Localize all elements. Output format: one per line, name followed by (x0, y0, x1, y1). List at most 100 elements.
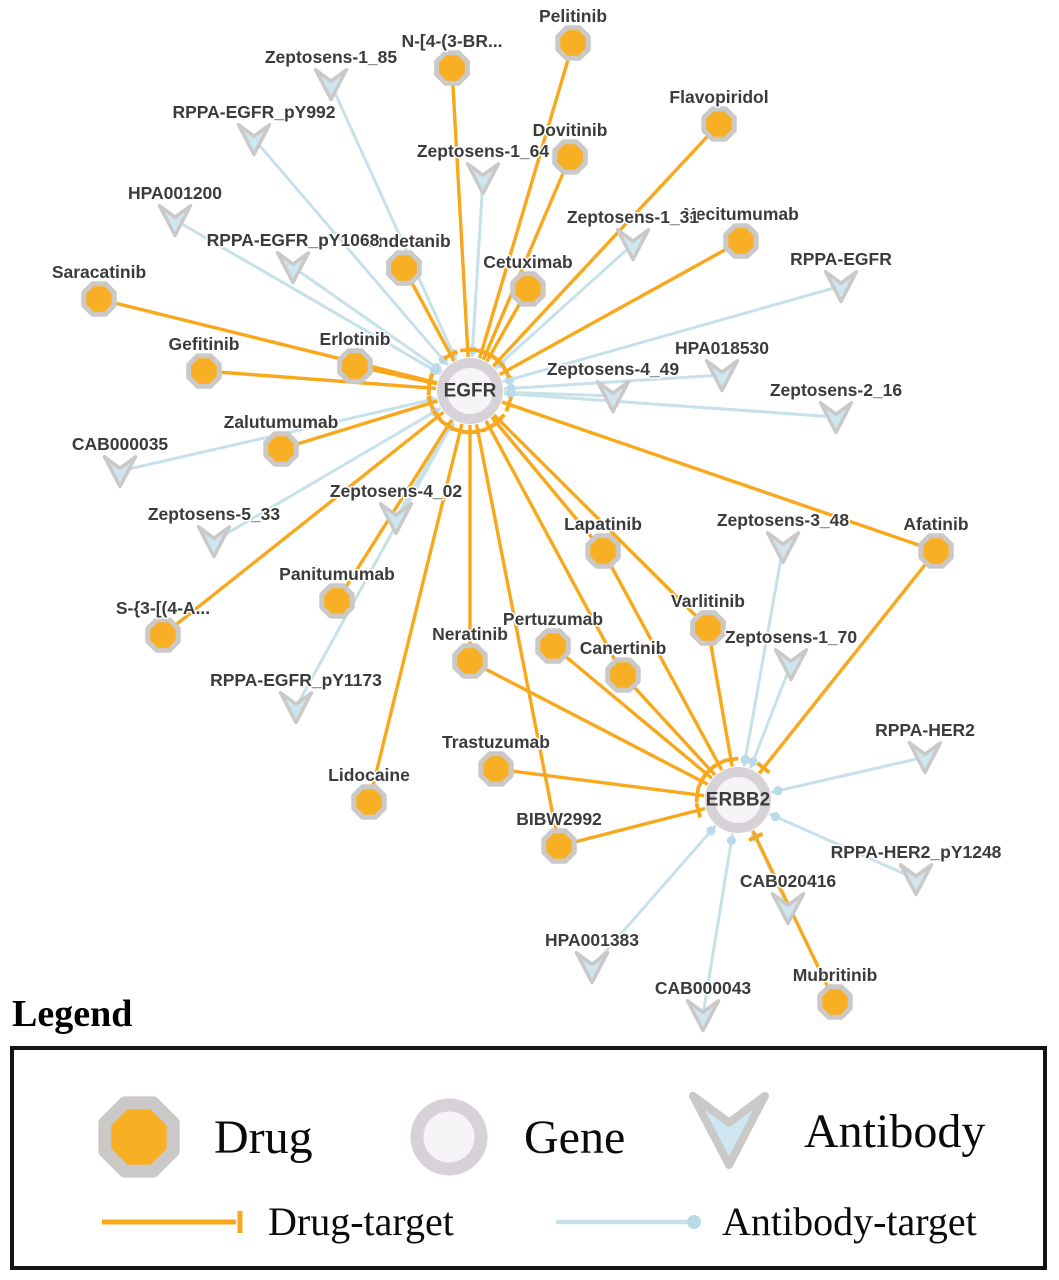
drug-node (386, 250, 422, 286)
drug-target-edge (481, 156, 572, 361)
node-label: Canertinib (580, 638, 667, 658)
node-label: Lidocaine (328, 765, 410, 785)
edge-tee-marker (748, 832, 764, 842)
antibody-node (704, 358, 740, 393)
node-label: RPPA-EGFR_pY1173 (210, 670, 382, 690)
edge-dot-marker (748, 757, 758, 767)
antibody-node (765, 530, 801, 565)
antibody-node (465, 161, 501, 196)
node-label: Dovitinib (533, 120, 608, 140)
antibody-node (102, 454, 138, 489)
legend-item-antibody: Antibody (674, 1076, 985, 1186)
antibody-node (236, 122, 272, 157)
drug-target-edge (757, 549, 938, 775)
drug-target-edge (450, 67, 470, 358)
gene-node (437, 358, 503, 424)
edge-tee-marker (756, 761, 771, 775)
edge-tee-marker (482, 350, 498, 361)
antibody-target-edge (590, 824, 717, 968)
legend-title: Legend (12, 993, 133, 1035)
node-label: Vandetanib (357, 231, 450, 251)
node-label: Saracatinib (52, 262, 146, 282)
drug-target-edge (98, 297, 438, 385)
drug-node (434, 50, 470, 86)
drug-target-edge (280, 399, 438, 451)
drug-node (337, 348, 373, 384)
drug-node (351, 784, 387, 820)
node-label: Panitumumab (279, 564, 395, 584)
antibody-node (818, 400, 854, 435)
node-label: RPPA-HER2 (875, 720, 975, 740)
node-label: RPPA-EGFR_pY1068 (207, 230, 380, 250)
drug-node (552, 139, 588, 175)
node-label: Pelitinib (539, 6, 607, 26)
legend-item-drug: Drug (84, 1082, 313, 1192)
node-label: Zeptosens-4_49 (547, 359, 680, 379)
antibody-edges-layer (119, 83, 926, 1016)
antibody-target-edge (174, 218, 442, 376)
node-label: HPA001200 (128, 183, 222, 203)
antibody-target-edge (252, 138, 450, 367)
antibody-target-edge (329, 83, 458, 361)
node-label: N-[4-(3-BR... (401, 31, 502, 51)
edge-tee-marker (694, 802, 702, 818)
node-label: Pertuzumab (503, 609, 603, 629)
antibody-target-edge (294, 420, 455, 708)
antibody-target-edge-icon (556, 1214, 701, 1229)
drug-node-icon (98, 1096, 180, 1178)
node-label: CAB020416 (740, 871, 837, 891)
gene-node (705, 767, 771, 833)
labels-layer: EGFRERBB2PelitinibN-[4-(3-BR...Flavopiri… (50, 5, 1003, 1000)
drug-node (319, 583, 355, 619)
drug-node (81, 281, 117, 317)
edge-tee-marker (443, 349, 459, 361)
legend-label-drug: Drug (214, 1110, 313, 1164)
drug-target-edge (203, 369, 437, 391)
drug-node (452, 643, 488, 679)
antibody-target-edge (503, 391, 837, 419)
edge-dot-marker (431, 362, 442, 373)
drug-target-edge (751, 829, 837, 1003)
legend-label-antibody: Antibody (804, 1104, 986, 1158)
drug-node (918, 533, 954, 569)
antibody-target-edge (503, 390, 614, 398)
drug-target-edge-icon (102, 1210, 243, 1233)
edge-tee-marker (460, 347, 476, 353)
edge-dot-marker (706, 826, 716, 836)
antibody-node (898, 862, 934, 897)
drug-node (555, 25, 591, 61)
drug-target-edge (367, 423, 464, 803)
antibody-target-edge (213, 406, 442, 543)
antibody-target-edge (470, 177, 485, 358)
drug-node (690, 610, 726, 646)
drug-target-edge (558, 806, 706, 848)
antibody-node (595, 379, 631, 414)
antibody-node (685, 998, 721, 1033)
edge-tee-marker (504, 396, 514, 413)
drug-target-edge (335, 418, 454, 602)
drug-target-edge (490, 416, 605, 553)
antibody-target-edge (503, 373, 723, 391)
edge-tee-marker (723, 756, 739, 763)
node-label: Zeptosens-3_48 (717, 510, 850, 530)
node-label: Zeptosens-1_85 (265, 47, 398, 67)
legend-item-drug-target: Drug-target (94, 1198, 454, 1245)
node-label: Zeptosens-2_16 (770, 380, 903, 400)
node-label: Flavopiridol (669, 87, 768, 107)
drug-node (186, 353, 222, 389)
drug-target-edge (601, 550, 724, 771)
drug-target-edge (501, 400, 937, 553)
antibody-target-edge (502, 284, 842, 384)
drug-node (535, 628, 571, 664)
node-label: Mubritinib (793, 965, 878, 985)
node-label: CAB000043 (655, 978, 752, 998)
drug-node (541, 828, 577, 864)
node-label: Zalutumumab (224, 412, 339, 432)
edge-tee-marker (426, 395, 435, 411)
antibody-target-edge (770, 755, 926, 794)
antibody-target-edge (494, 242, 635, 370)
antibody-target-edge (701, 833, 735, 1016)
drug-target-edge (621, 673, 717, 777)
antibody-node (157, 203, 193, 238)
gene-label: EGFR (444, 381, 497, 402)
